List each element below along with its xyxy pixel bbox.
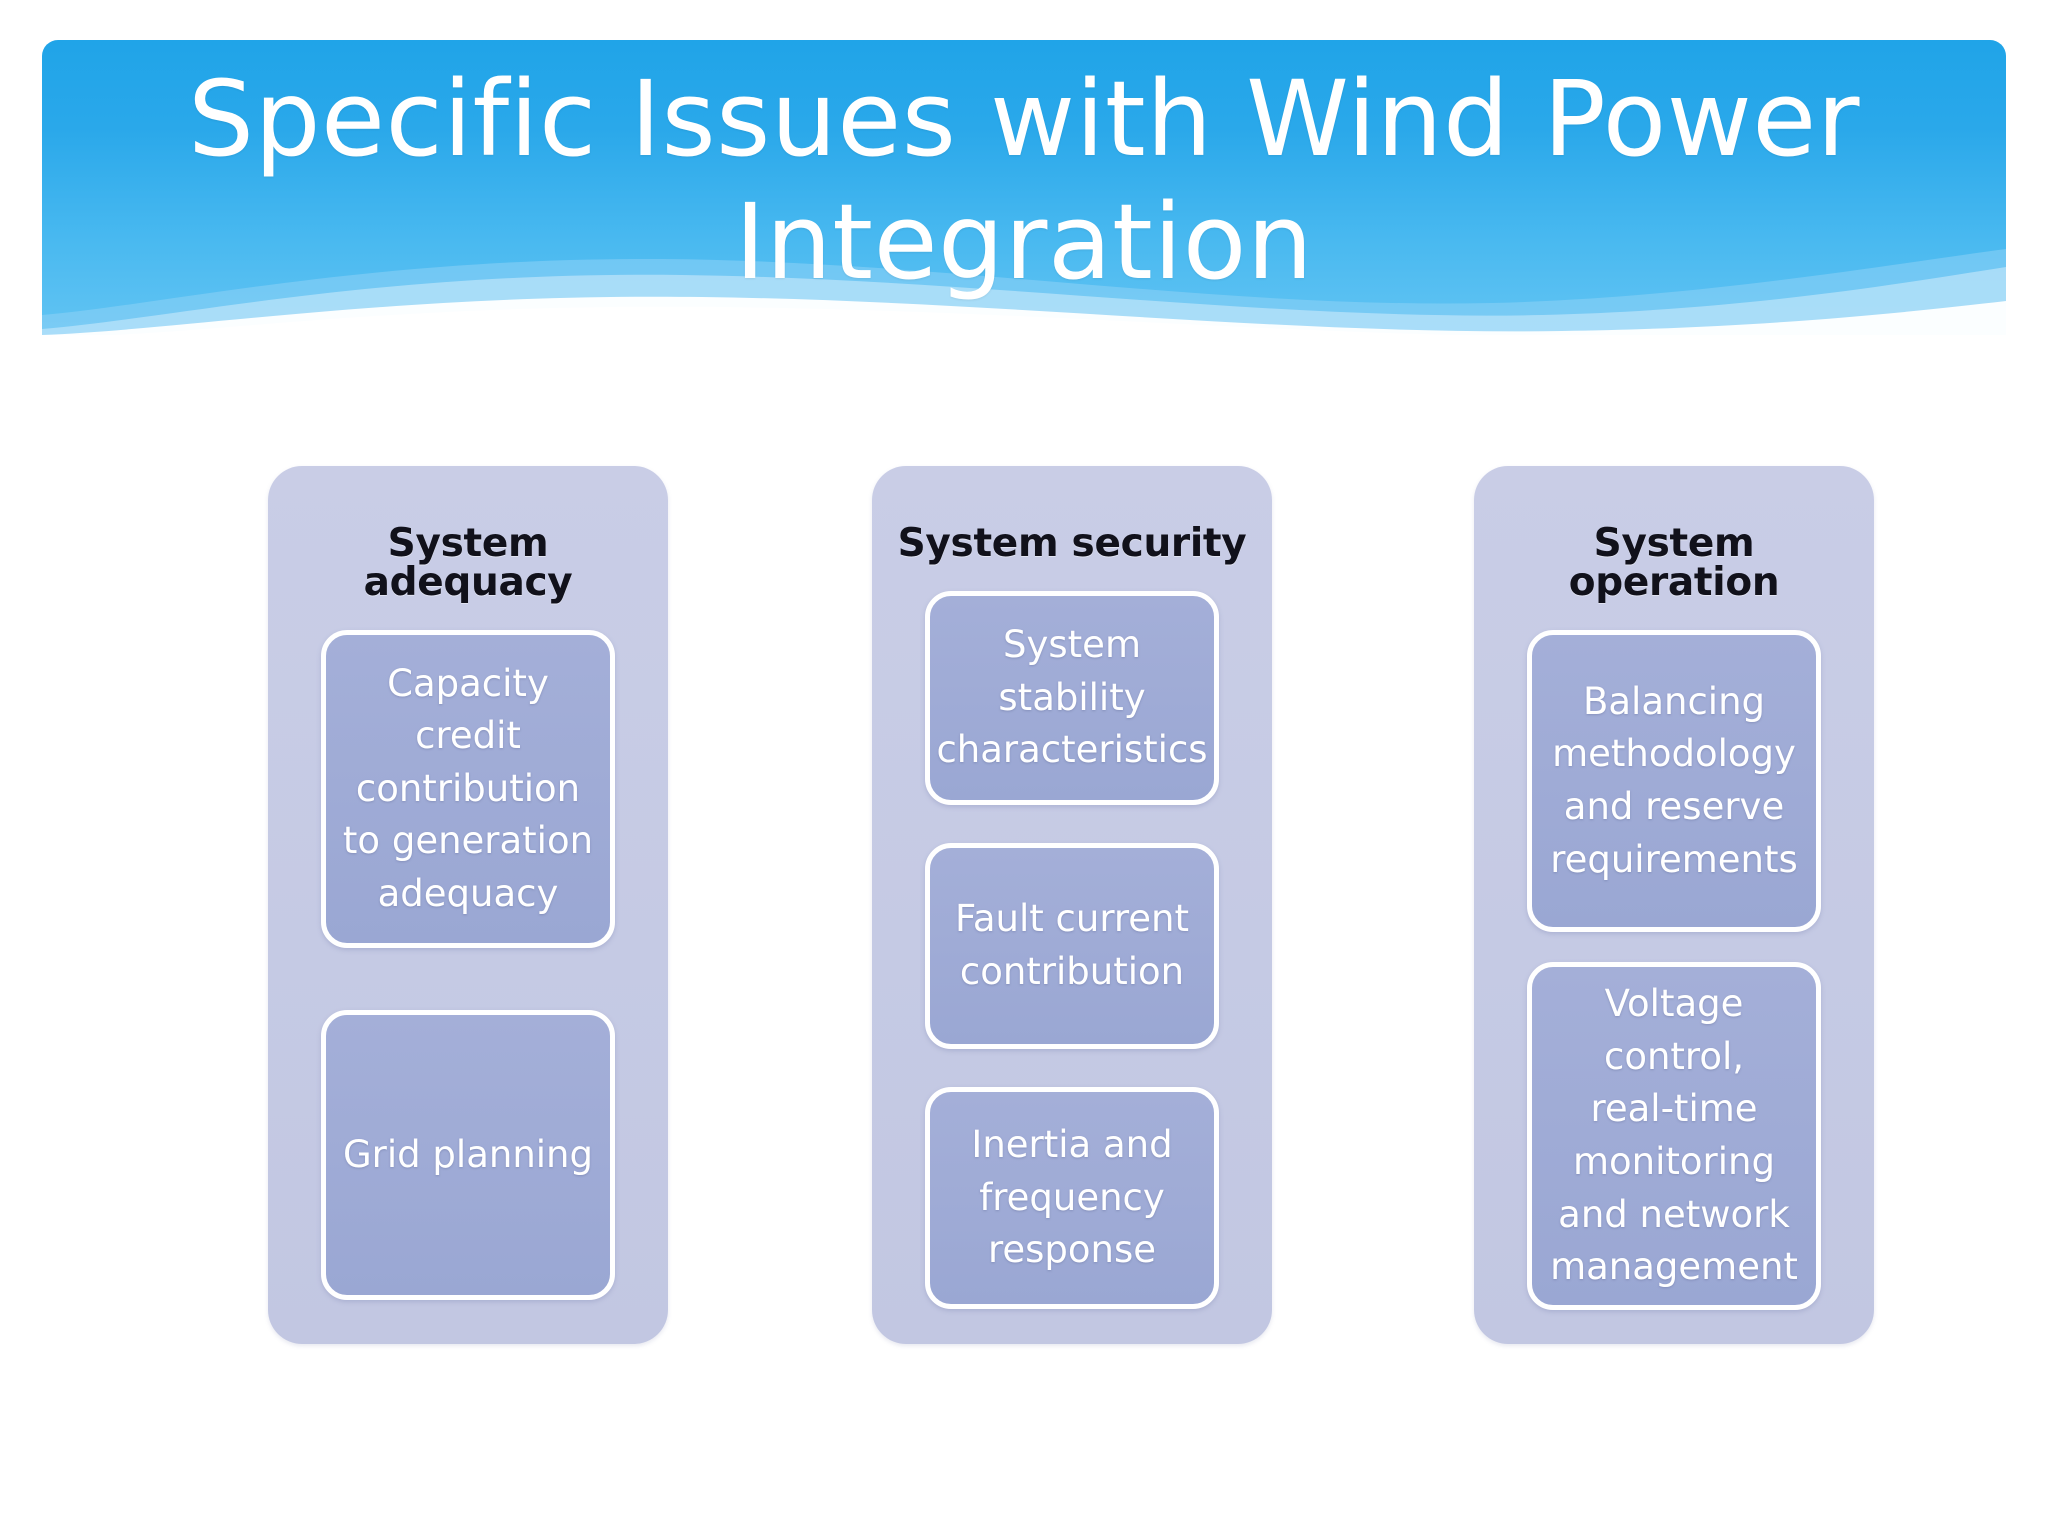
panel-title-system-adequacy: System adequacy (363, 521, 573, 605)
panel-title-system-security: System security (897, 521, 1247, 566)
panel-system-operation[interactable]: System operation Balancing methodology a… (1474, 466, 1874, 1344)
panel-title-system-operation: System operation (1568, 521, 1780, 605)
panel-system-adequacy[interactable]: System adequacy Capacity credit contribu… (268, 466, 668, 1344)
panel-system-security[interactable]: System security System stability charact… (872, 466, 1272, 1344)
item-voltage-control-monitoring-network-management[interactable]: Voltage control, real-time monitoring an… (1527, 962, 1821, 1310)
panel-items-system-security: System stability characteristics Fault c… (886, 591, 1258, 1309)
title-banner (42, 40, 2006, 335)
banner-wave-decoration (42, 249, 2006, 335)
panel-items-system-operation: Balancing methodology and reserve requir… (1488, 630, 1860, 1310)
item-capacity-credit-contribution[interactable]: Capacity credit contribution to generati… (321, 630, 615, 948)
item-balancing-methodology-and-reserve-requirements[interactable]: Balancing methodology and reserve requir… (1527, 630, 1821, 932)
item-inertia-and-frequency-response[interactable]: Inertia and frequency response (925, 1087, 1219, 1309)
item-fault-current-contribution[interactable]: Fault current contribution (925, 843, 1219, 1049)
page-title: Specific Issues with Wind Power Integrat… (187, 58, 1861, 303)
panel-items-system-adequacy: Capacity credit contribution to generati… (282, 630, 654, 1300)
item-grid-planning[interactable]: Grid planning (321, 1010, 615, 1300)
item-system-stability-characteristics[interactable]: System stability characteristics (925, 591, 1219, 805)
diagram-columns: System adequacy Capacity credit contribu… (0, 466, 2048, 1386)
